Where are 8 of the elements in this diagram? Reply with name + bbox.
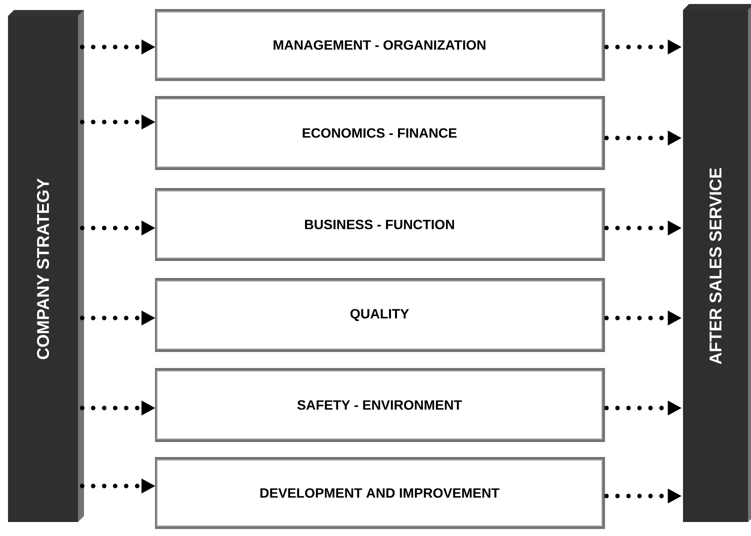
- process-box: MANAGEMENT - ORGANIZATION: [155, 9, 605, 81]
- process-box: BUSINESS - FUNCTION: [155, 188, 605, 261]
- process-box: ECONOMICS - FINANCE: [155, 96, 605, 170]
- vertical-bar: COMPANY STRATEGY: [8, 10, 84, 522]
- process-box: SAFETY - ENVIRONMENT: [155, 368, 605, 442]
- process-box: QUALITY: [155, 278, 605, 352]
- vertical-bar: AFTER SALES SERVICE: [683, 4, 751, 522]
- process-box: DEVELOPMENT AND IMPROVEMENT: [155, 457, 605, 529]
